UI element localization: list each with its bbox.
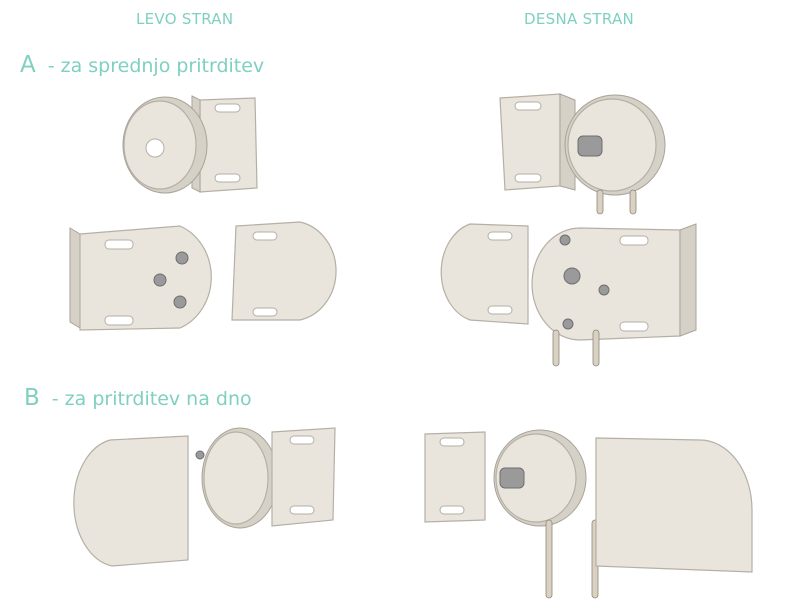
a-left-assembled-bracket	[122, 95, 258, 194]
a-right-assembled-bracket	[499, 93, 666, 215]
section-b-title: B - za pritrditev na dno	[24, 385, 252, 411]
b-left-bracket	[73, 427, 336, 567]
section-a-letter: A	[20, 52, 36, 78]
header-left-side: LEVO STRAN	[136, 10, 234, 28]
header-right-side: DESNA STRAN	[524, 10, 635, 28]
section-a-label: - za sprednjo pritrditev	[47, 55, 265, 77]
section-a-title: A - za sprednjo pritrditev	[20, 52, 264, 78]
section-b-label: - za pritrditev na dno	[51, 388, 252, 410]
section-b-letter: B	[24, 385, 40, 411]
a-left-exploded-plates	[69, 221, 337, 331]
a-right-exploded-plates	[440, 223, 697, 367]
b-right-bracket	[424, 429, 753, 599]
